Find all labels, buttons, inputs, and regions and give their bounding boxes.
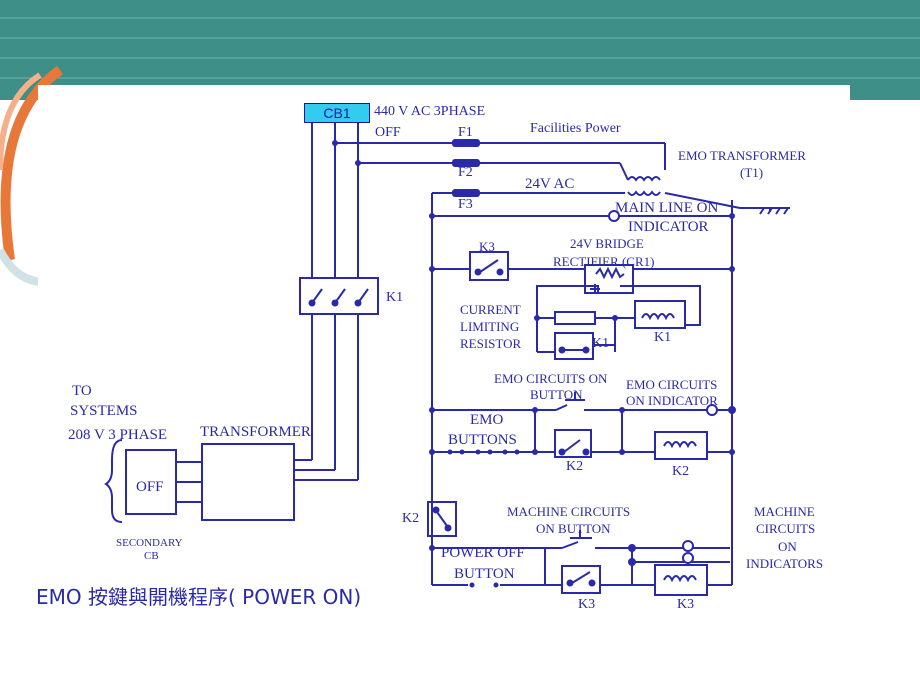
k2-coil-icon — [663, 441, 697, 449]
k1-coil-label: K1 — [654, 330, 672, 345]
emo-on-button-label-2: BUTTON — [530, 387, 583, 402]
k2-series-contact — [432, 506, 452, 532]
indicator-label: INDICATOR — [628, 219, 709, 235]
bridge-label-2: RECTIFIER (CR1) — [553, 254, 655, 269]
emo-transformer-label: EMO TRANSFORMER — [678, 148, 806, 163]
emo-on-button-label-1: EMO CIRCUITS ON — [494, 371, 608, 386]
k3-hold-contact — [474, 259, 504, 276]
k1-aux-contact — [558, 346, 590, 354]
power-off-label: POWER OFF — [441, 545, 525, 561]
k1-main-label: K1 — [386, 290, 404, 305]
secondary-label: SECONDARY — [116, 537, 183, 549]
k3-contact-label: K3 — [578, 597, 596, 612]
main-line-on-label: MAIN LINE ON — [615, 200, 719, 216]
off-label: OFF — [375, 125, 401, 140]
slide-caption: EMO 按鍵與開機程序( POWER ON) — [36, 585, 362, 609]
k2-contact-icon — [558, 439, 590, 456]
power-off-button-contacts — [469, 582, 499, 588]
machine-indicators-label-3: ON — [778, 539, 797, 554]
emo-button-contacts — [447, 407, 625, 455]
k2-left-label: K2 — [402, 511, 420, 526]
emo-label: EMO — [470, 412, 504, 428]
machine-indicators-label-1: MACHINE — [754, 504, 815, 519]
bridge-rectifier-icon — [590, 266, 625, 294]
t1-label: (T1) — [740, 165, 764, 180]
k1-contact-label: K1 — [592, 336, 610, 351]
bridge-label-1: 24V BRIDGE — [570, 236, 644, 251]
machine-on-button-label-1: MACHINE CIRCUITS — [507, 504, 631, 519]
emo-on-indicator-label-1: EMO CIRCUITS — [626, 377, 718, 392]
facilities-power-label: Facilities Power — [530, 121, 621, 136]
emo-transformer-coils — [627, 176, 661, 196]
fuse-f3-label: F3 — [458, 197, 473, 212]
header-band — [0, 0, 920, 100]
to-label: TO — [72, 383, 92, 399]
buttons-label: BUTTONS — [448, 432, 517, 448]
power-off-button-label: BUTTON — [454, 566, 515, 582]
k3-contact-icon — [566, 571, 596, 587]
fuse-f2-label: F2 — [458, 165, 473, 180]
resistor-label: RESISTOR — [460, 336, 522, 351]
systems-label: SYSTEMS — [70, 403, 138, 419]
v24ac-label: 24V AC — [525, 176, 575, 192]
machine-indicators-label-4: INDICATORS — [746, 556, 824, 571]
transformer-label: TRANSFORMER — [200, 424, 311, 440]
current-label: CURRENT — [460, 302, 521, 317]
k3-coil-label: K3 — [677, 597, 695, 612]
cb-label: CB — [144, 550, 159, 562]
ground-icon — [759, 207, 790, 215]
k3-top-label: K3 — [479, 239, 495, 254]
machine-indicators-label-2: CIRCUITS — [756, 521, 816, 536]
wiring — [104, 123, 785, 596]
k1-main-contacts — [308, 288, 369, 307]
machine-indicator-lamps — [628, 540, 694, 566]
limiting-label: LIMITING — [460, 319, 520, 334]
phase208-label: 208 V 3 PHASE — [68, 427, 168, 443]
content-panel — [38, 85, 850, 605]
fuse-elements — [452, 139, 480, 197]
k3-coil-icon — [663, 575, 697, 583]
emo-indicator-lamps — [706, 404, 736, 416]
cb1-breaker: CB1 — [304, 103, 370, 123]
k2-coil-label: K2 — [672, 464, 690, 479]
off-box-label: OFF — [136, 479, 164, 495]
k1-coil-icon — [641, 313, 675, 321]
junction-dots — [332, 140, 735, 551]
machine-on-button-label-2: ON BUTTON — [536, 521, 611, 536]
k2-contact-label: K2 — [566, 459, 584, 474]
fuse-f1-label: F1 — [458, 125, 473, 140]
emo-on-indicator-label-2: ON INDICATOR — [626, 393, 718, 408]
supply-label: 440 V AC 3PHASE — [374, 104, 486, 119]
main-line-indicator-lamp — [608, 210, 620, 222]
